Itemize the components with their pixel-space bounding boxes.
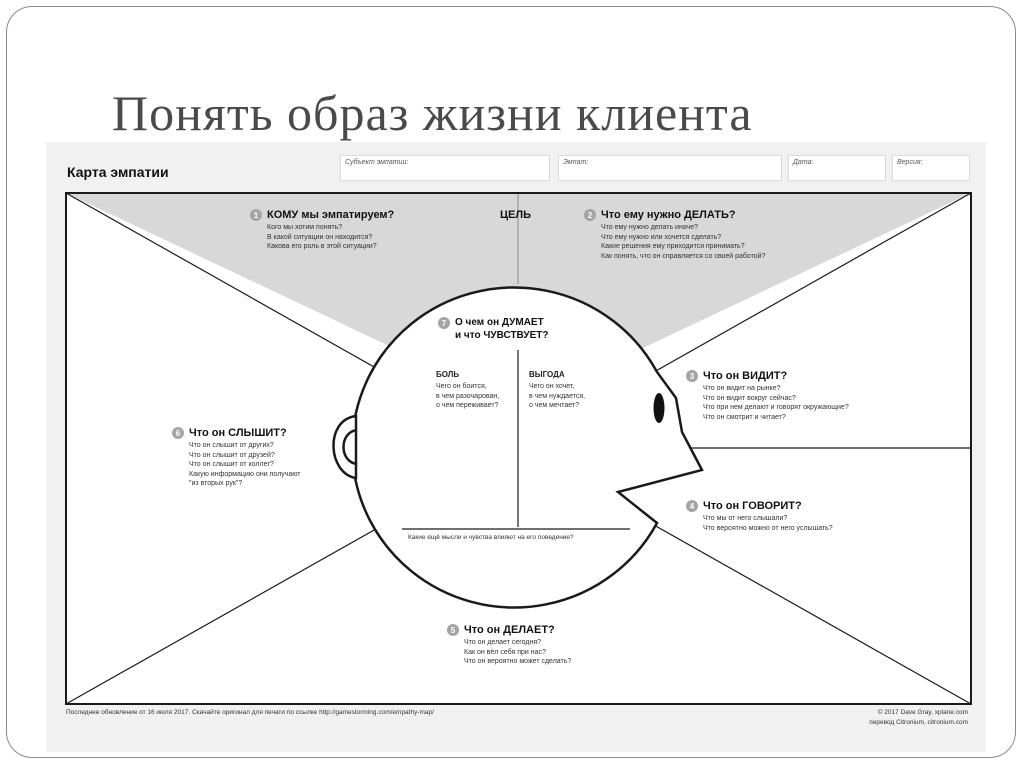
question-text: Как он вёл себя при нас? [464,648,571,658]
number-badge: 6 [172,427,184,439]
number-badge: 5 [447,624,459,636]
section-title: Что он СЛЫШИТ? [189,427,287,439]
footer-update-note: Последнее обновление от 16 июля 2017. Ск… [66,709,434,716]
section-hears: 6 Что он СЛЫШИТ? Что он слышит от других… [172,427,301,489]
footer-credits: © 2017 Dave Gray, xplane.com перевод Cit… [869,708,968,728]
question-text: В какой ситуации он находится? [267,233,394,243]
gain-title: ВЫГОДА [529,370,585,379]
number-badge: 2 [584,209,596,221]
section-sees: 3 Что он ВИДИТ? Что он видит на рынке? Ч… [686,370,849,422]
section-title: Что ему нужно ДЕЛАТЬ? [601,209,736,221]
other-thoughts-text: Какие ещё мысли и чувства влияют на его … [408,534,574,541]
number-badge: 4 [686,500,698,512]
question-text: Какова его роль в этой ситуации? [267,242,394,252]
section-title: Что он ВИДИТ? [703,370,787,382]
question-text: Кого мы хотим понять? [267,223,394,233]
section-thinks: 7 О чем он ДУМАЕТ и что ЧУВСТВУЕТ? [438,316,549,342]
question-text: Что он вероятно может сделать? [464,657,571,667]
goal-label: ЦЕЛЬ [500,209,531,221]
section-says: 4 Что он ГОВОРИТ? Что мы от него слышали… [686,500,833,533]
question-text: в чем нуждается, [529,392,585,402]
pain-block: БОЛЬ Чего он боится, в чем разочарован, … [436,370,499,411]
question-text: Что при нем делают и говорят окружающие? [703,403,849,413]
question-text: Какие решения ему приходится принимать? [601,242,765,252]
section-do: 2 Что ему нужно ДЕЛАТЬ? Что ему нужно де… [584,209,765,261]
footer-copyright: © 2017 Dave Gray, xplane.com [869,708,968,718]
question-text: Какую информацию они получают [189,470,301,480]
section-title-line-1: О чем он ДУМАЕТ [455,316,549,329]
question-text: Чего он хочет, [529,382,585,392]
section-title: Что он ДЕЛАЕТ? [464,624,555,636]
question-text: Чего он боится, [436,382,499,392]
number-badge: 1 [250,209,262,221]
question-text: Что он слышит от коллег? [189,460,301,470]
question-text: Что ему нужно делать иначе? [601,223,765,233]
question-text: Что он делает сегодня? [464,638,571,648]
question-text: Что он видит на рынке? [703,384,849,394]
question-text: о чем переживает? [436,401,499,411]
question-text: в чем разочарован, [436,392,499,402]
section-title-line-2: и что ЧУВСТВУЕТ? [455,329,549,342]
pain-title: БОЛЬ [436,370,499,379]
gain-block: ВЫГОДА Чего он хочет, в чем нуждается, о… [529,370,585,411]
question-text: "из вторых рук"? [189,479,301,489]
question-text: Что мы от него слышали? [703,514,833,524]
section-who: 1 КОМУ мы эмпатируем? Кого мы хотим поня… [250,209,394,252]
question-text: Что он слышит от друзей? [189,451,301,461]
question-text: Что он видит вокруг сейчас? [703,394,849,404]
number-badge: 7 [438,317,450,329]
number-badge: 3 [686,370,698,382]
question-text: Как понять, что он справляется со своей … [601,252,765,262]
footer-translation: перевод Citronium, citronium.com [869,718,968,728]
question-text: Что вероятно можно от него услышать? [703,524,833,534]
question-text: о чем мечтает? [529,401,585,411]
section-title: КОМУ мы эмпатируем? [267,209,394,221]
eye-icon [654,393,665,423]
section-does: 5 Что он ДЕЛАЕТ? Что он делает сегодня? … [447,624,571,667]
question-text: Что он смотрит и читает? [703,413,849,423]
question-text: Что он слышит от других? [189,441,301,451]
question-text: Что ему нужно или хочется сделать? [601,233,765,243]
section-title: Что он ГОВОРИТ? [703,500,802,512]
